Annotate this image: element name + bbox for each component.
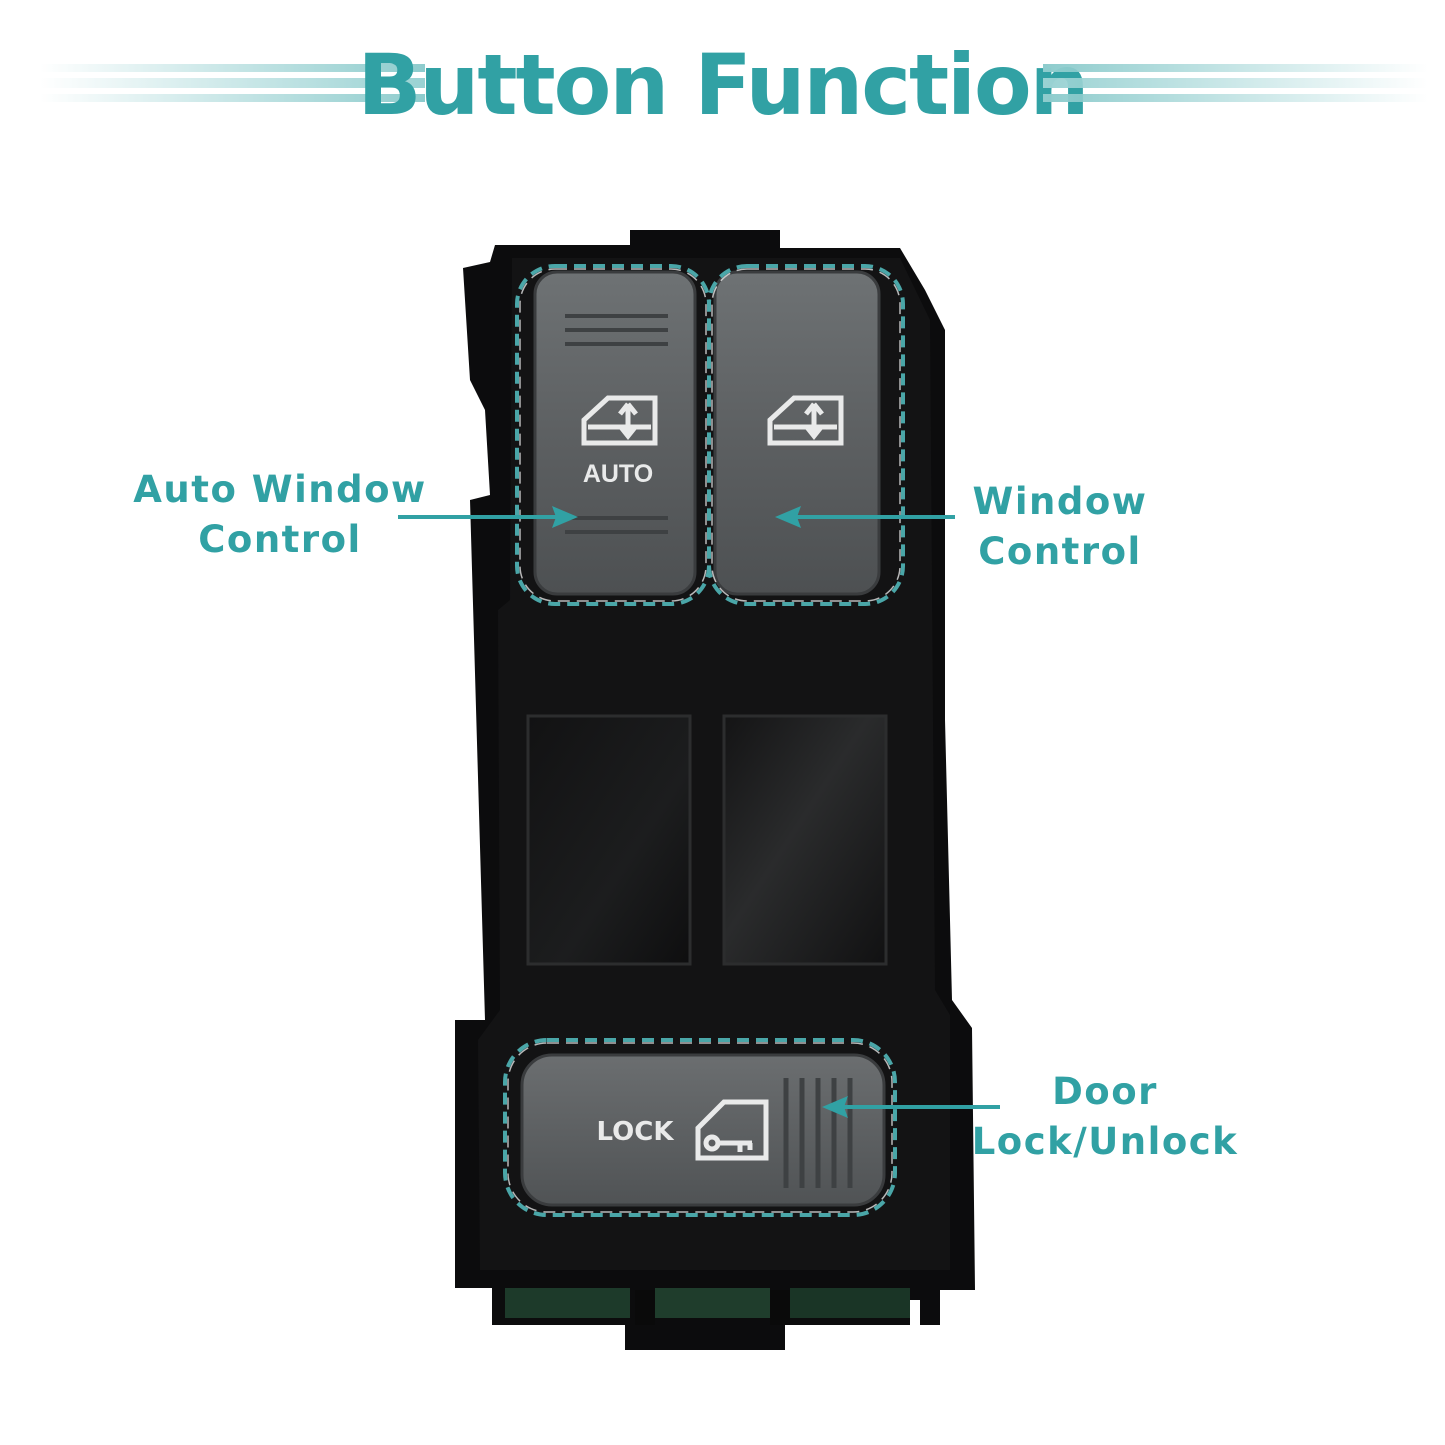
callout-arrow-auto <box>398 506 578 528</box>
callout-line: Lock/Unlock <box>971 1120 1239 1163</box>
callout-door-lock-unlock: Door Lock/Unlock <box>965 1067 1245 1167</box>
callout-arrow-window <box>775 506 955 528</box>
callout-arrow-door <box>822 1096 1000 1118</box>
page-title: Button Function <box>357 36 1090 134</box>
callout-line: Auto Window <box>133 468 427 511</box>
title-decoration-right <box>1043 62 1428 106</box>
empty-switch-slot-right <box>722 714 888 966</box>
title-decoration-left <box>40 62 425 106</box>
window-control-button[interactable] <box>713 270 881 596</box>
callout-line: Control <box>978 530 1142 573</box>
callout-line: Control <box>198 518 362 561</box>
window-up-down-icon <box>581 395 658 446</box>
callout-line: Door <box>1052 1070 1158 1113</box>
callout-auto-window-control: Auto Window Control <box>120 465 440 565</box>
auto-window-button[interactable] <box>533 270 697 596</box>
auto-label: AUTO <box>583 460 653 488</box>
door-lock-button[interactable] <box>520 1053 886 1207</box>
highlight-outlines <box>503 264 905 1217</box>
window-up-down-icon <box>767 395 844 446</box>
empty-switch-slot-left <box>526 714 692 966</box>
callout-window-control: Window Control <box>940 477 1180 577</box>
door-lock-key-icon <box>695 1099 769 1161</box>
callout-line: Window <box>972 480 1148 523</box>
lock-label: LOCK <box>597 1117 675 1147</box>
